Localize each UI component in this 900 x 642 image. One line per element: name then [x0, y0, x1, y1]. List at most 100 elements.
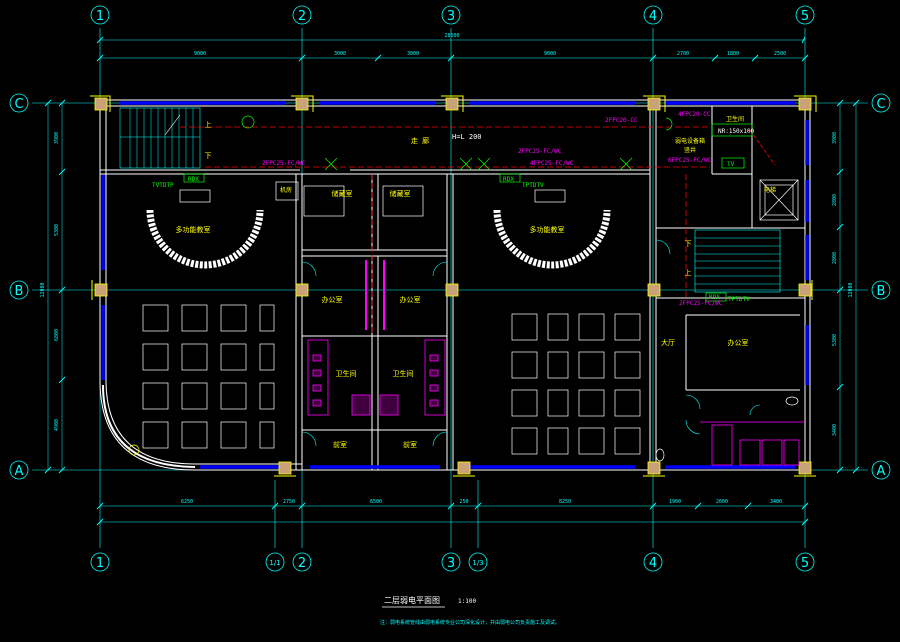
- axis-labels: 1 2 3 4 5 1 1/1 2 3 1/3 4 5 C B A C B A: [14, 9, 885, 571]
- tv-label: TPTDTV: [728, 296, 750, 303]
- axis-label-bottom: 4: [649, 556, 657, 571]
- dim-bottom-seg: 2600: [716, 499, 728, 505]
- dim-bottom-seg: 1900: [669, 499, 681, 505]
- window-curve: [102, 384, 196, 468]
- room-label: 办公室: [400, 295, 421, 304]
- room-label: 前室: [333, 440, 347, 449]
- axis-label-right: B: [877, 284, 886, 299]
- dim-right-seg: 5300: [832, 334, 838, 346]
- rdx-label: RDX: [188, 176, 199, 183]
- room-label: 卫生间: [336, 369, 357, 378]
- pipe-label: 2FPC25-FC/WC: [679, 300, 723, 307]
- room-label: 走 廊: [411, 136, 429, 145]
- dim-right-seg: 2800: [832, 252, 838, 264]
- axis-label-top: 1: [96, 9, 104, 24]
- dim-top-seg: 2500: [774, 51, 786, 57]
- dim-bottom-seg: 6250: [181, 499, 193, 505]
- note-label: 竖井: [684, 146, 696, 154]
- footer: 二层弱电平面图 1:100 注：弱电系统管线由弱电系统专业公司深化设计，并由弱电…: [380, 595, 560, 626]
- box-labels: RDX RDX RDX TVTDTP TPTDTV TPTDTV TV: [152, 161, 750, 303]
- room-label: 机房: [280, 186, 292, 194]
- drawing-title: 二层弱电平面图: [384, 595, 440, 605]
- axis-label-bottom: 1: [96, 556, 104, 571]
- dim-left-seg: 4900: [54, 419, 60, 431]
- columns: [94, 97, 812, 475]
- axis-label-bottom: 3: [447, 556, 455, 571]
- dim-bottom-seg: 2750: [283, 499, 295, 505]
- rdx-label: RDX: [503, 176, 514, 183]
- axis-label-top: 2: [298, 9, 306, 24]
- room-label: 多功能教室: [176, 225, 211, 234]
- elevation-label: H=L 200: [452, 133, 482, 141]
- dim-top-seg: 9000: [544, 51, 556, 57]
- dimension-text-vertical: 3900 5300 6800 4900 12000 3900 2800 2800…: [40, 132, 854, 436]
- axis-label-bottom: 5: [801, 556, 809, 571]
- dim-right-seg: 2800: [832, 194, 838, 206]
- pipe-label: 6FPC25-FC/WC: [668, 157, 712, 164]
- axis-label-bottom: 1/1: [269, 559, 280, 567]
- dim-top-seg: 3000: [334, 51, 346, 57]
- equipment-boxes: [183, 115, 753, 302]
- room-label: 储藏室: [332, 189, 353, 198]
- windows: [101, 101, 809, 469]
- stair-mark: 上: [205, 120, 212, 129]
- tv-label: TPTDTV: [522, 182, 544, 189]
- dim-top-seg: 9000: [194, 51, 206, 57]
- tv-label: TV: [727, 161, 735, 168]
- dimension-lines: [44, 36, 860, 526]
- pipe-label: 2FPC20-CC: [605, 117, 638, 124]
- dim-right-seg: 3400: [832, 424, 838, 436]
- pipe-label: 2FPC25-FC/WC: [262, 160, 306, 167]
- axis-label-bottom: 1/3: [472, 559, 483, 567]
- room-label: 前室: [403, 440, 417, 449]
- dim-bottom-seg: 3400: [770, 499, 782, 505]
- dim-right-total: 12000: [848, 282, 854, 297]
- axis-label-right: A: [877, 464, 886, 479]
- stair-mark: 下: [685, 240, 692, 248]
- rdx-label: RDX: [709, 294, 720, 301]
- dim-bottom-seg: 8250: [559, 499, 571, 505]
- axis-label-left: B: [15, 284, 24, 299]
- stair-mark: 上: [685, 268, 692, 277]
- toilet-fixtures-white: [275, 181, 799, 462]
- room-label: 储藏室: [390, 189, 411, 198]
- room-label: 电梯: [764, 186, 776, 194]
- stair-right: [694, 229, 781, 293]
- stair-mark: 下: [205, 152, 212, 160]
- pipe-risers: [365, 260, 385, 330]
- toilet-fixtures: [307, 339, 805, 466]
- doors: [301, 239, 761, 447]
- pipe-label: 4FPC25-FC/WC: [530, 160, 574, 167]
- axis-label-left: A: [15, 464, 24, 479]
- stair-left: [119, 107, 201, 169]
- drawing-scale: 1:100: [458, 598, 476, 605]
- room-label: 办公室: [728, 338, 749, 347]
- pipe-label: 4FPC20-CC: [678, 111, 711, 118]
- note-label: 弱电设备箱: [675, 137, 705, 145]
- room-label: 大厅: [661, 338, 675, 347]
- dim-top-seg: 2700: [677, 51, 689, 57]
- dimension-text: 28500 9000 3000 3000 9000 2700 1800 2500…: [181, 33, 786, 505]
- classroom-right-seats: [493, 189, 641, 455]
- dim-left-seg: 5300: [54, 224, 60, 236]
- axis-bubbles: [9, 5, 891, 572]
- column-brackets: [90, 95, 817, 477]
- dim-bottom-seg: 6500: [370, 499, 382, 505]
- axis-label-left: C: [14, 97, 23, 112]
- room-label: 卫生间: [393, 369, 414, 378]
- dim-top-seg: 1800: [727, 51, 739, 57]
- elevator-shaft: [759, 179, 799, 221]
- dim-bottom-seg: 250: [459, 499, 468, 505]
- drawing-note: 注：弱电系统管线由弱电系统专业公司深化设计，并由弱电公司负责施工及调试。: [380, 619, 560, 626]
- room-label: 多功能教室: [530, 225, 565, 234]
- room-label: 卫生间: [726, 115, 744, 123]
- axis-label-top: 3: [447, 9, 455, 24]
- axis-label-bottom: 2: [298, 556, 306, 571]
- dim-top-total: 28500: [444, 33, 459, 39]
- axis-label-right: C: [876, 97, 885, 112]
- pipe-routes: [180, 126, 776, 336]
- axis-label-top: 4: [649, 9, 657, 24]
- room-label: 办公室: [322, 295, 343, 304]
- duct-label: NR:150x100: [718, 128, 755, 135]
